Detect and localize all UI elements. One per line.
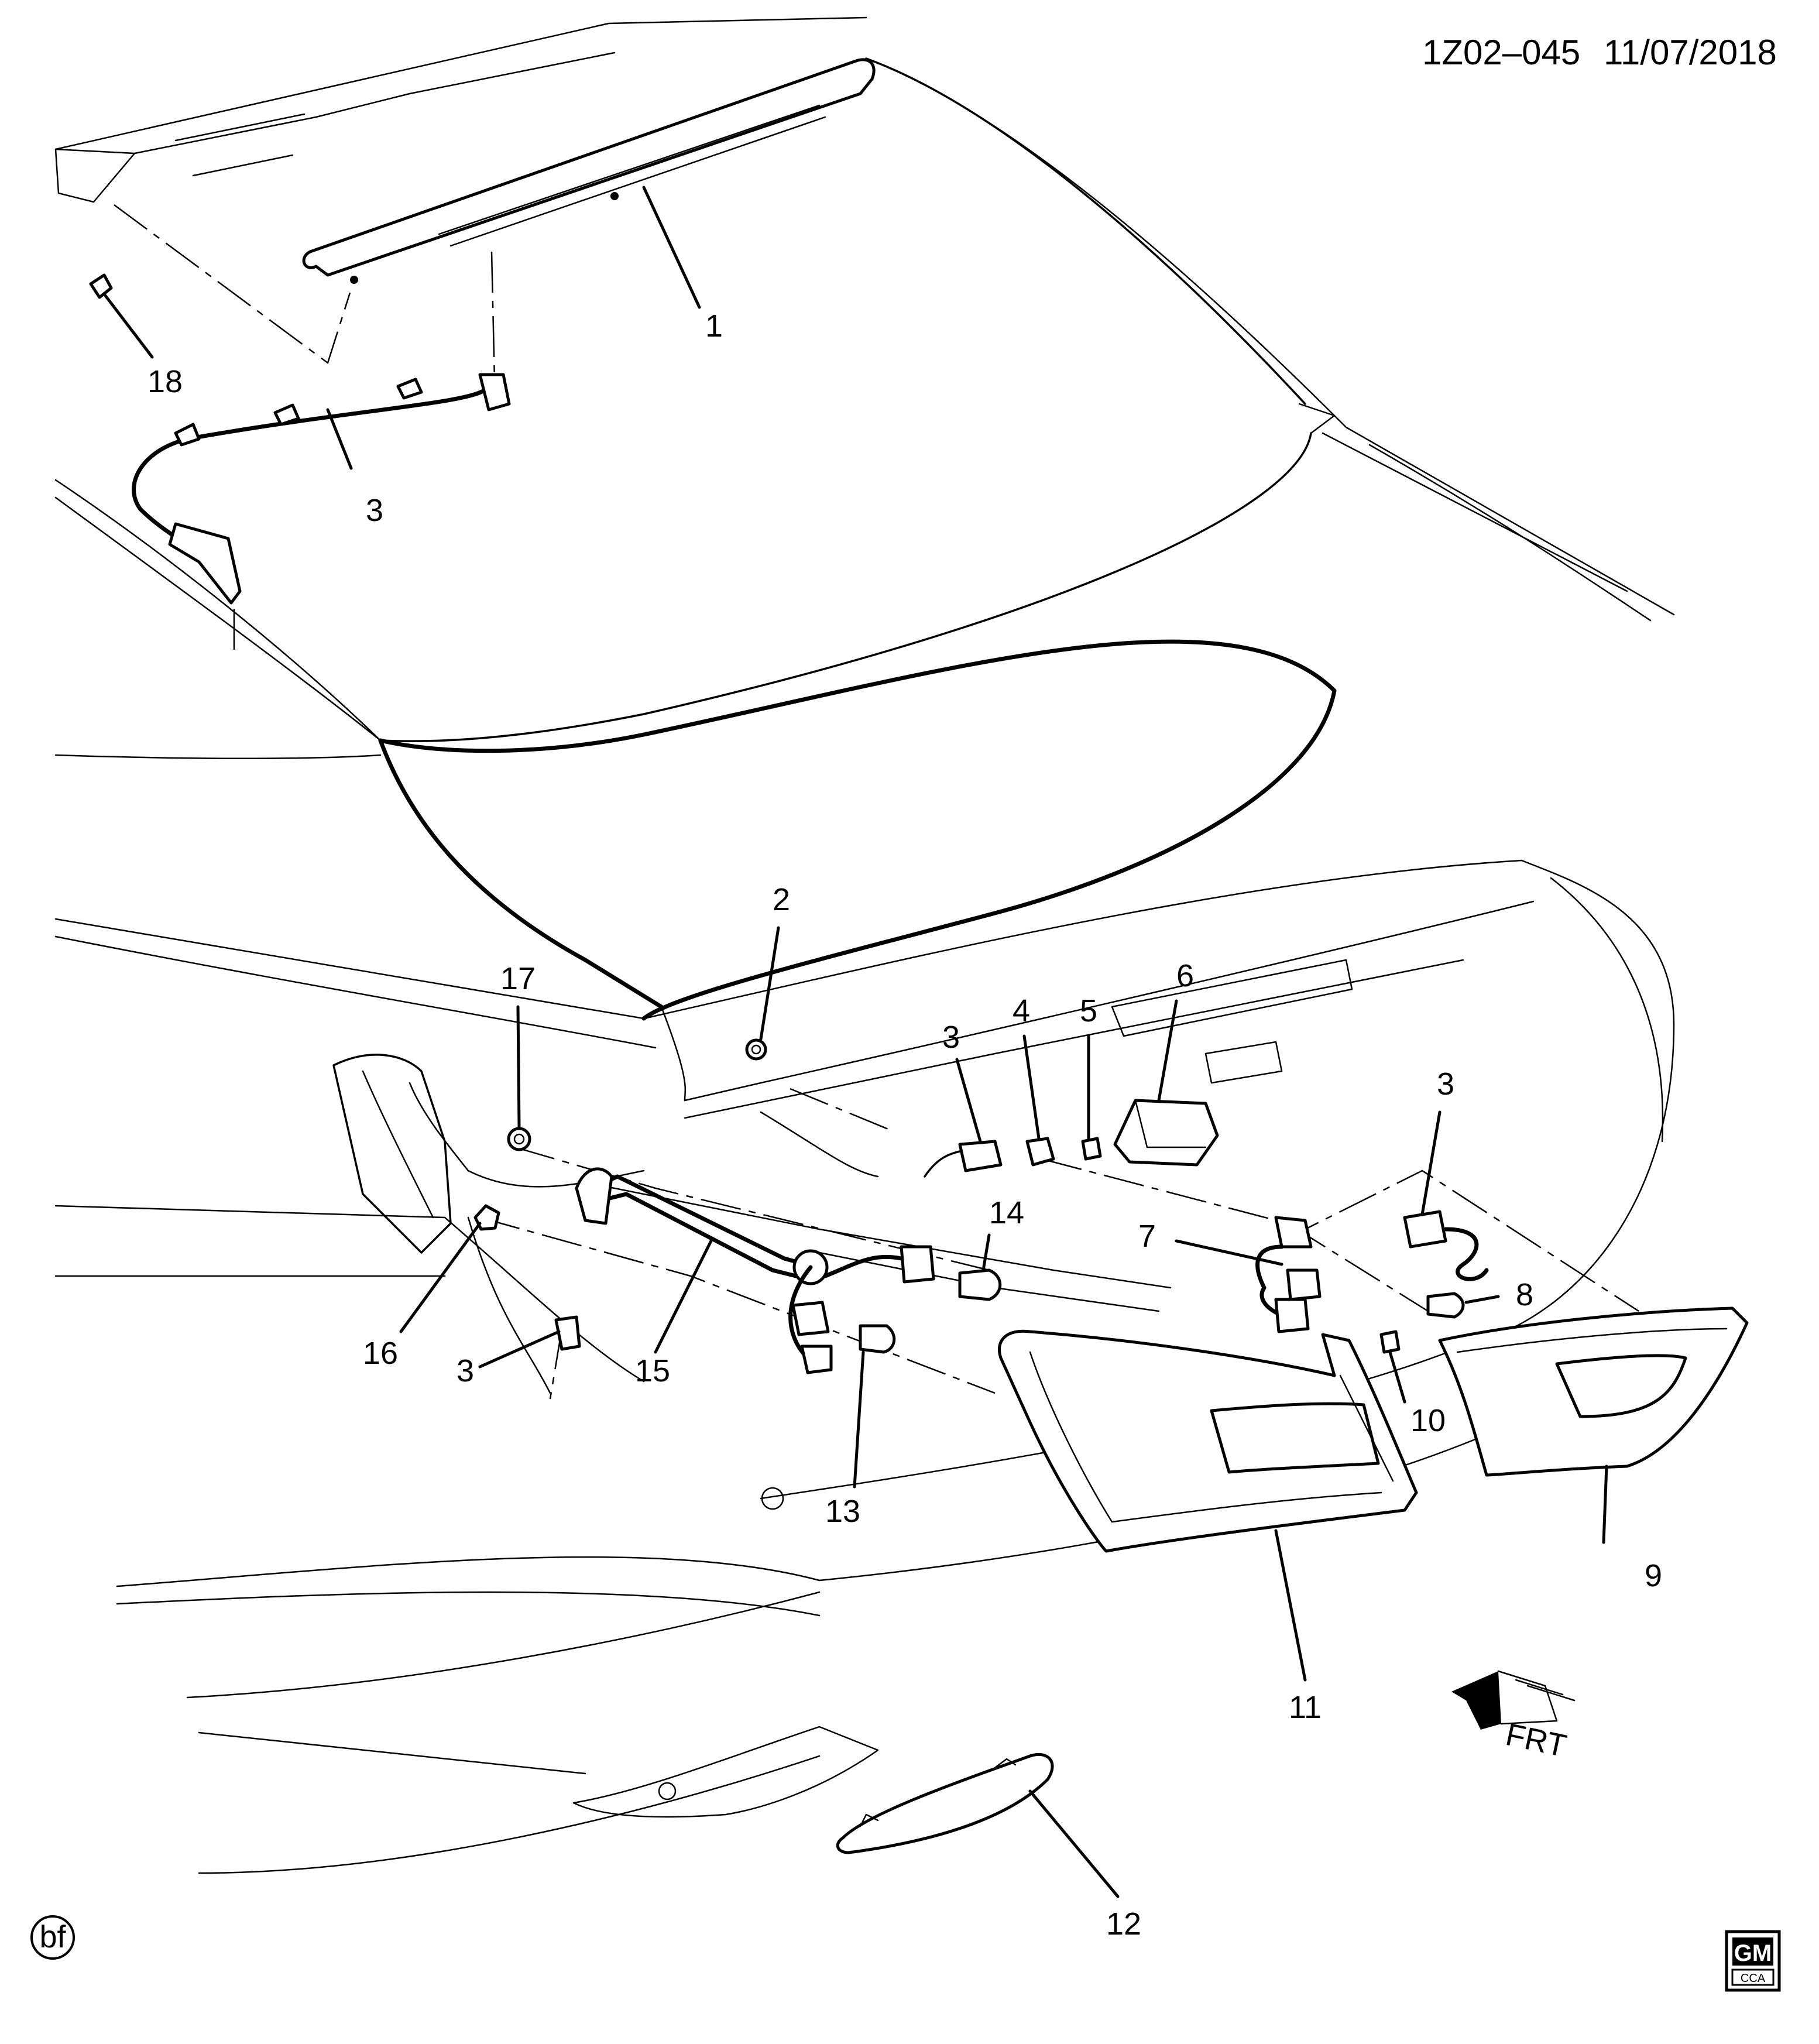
diagram-code: 1Z02–045: [1422, 33, 1580, 72]
callout-11: 11: [1289, 1690, 1322, 1725]
part-3-right-connector: [1403, 1210, 1489, 1281]
callout-10: 10: [1410, 1403, 1446, 1438]
callout-3-upper: 3: [366, 493, 383, 528]
part-5-bulb: [1081, 1137, 1102, 1161]
part-3-lower-left-connector: [554, 1315, 581, 1351]
callout-12: 12: [1106, 1906, 1141, 1942]
part-15-tail-lamp-harness: [575, 1167, 935, 1374]
callout-4: 4: [1013, 993, 1030, 1028]
callout-17: 17: [500, 961, 536, 996]
callout-13: 13: [825, 1494, 860, 1529]
part-18-retainer-clip: [89, 273, 113, 299]
callout-5: 5: [1080, 993, 1097, 1028]
part-6-license-lamp: [1113, 1099, 1219, 1167]
callout-15: 15: [635, 1353, 670, 1388]
part-4-socket: [1025, 1137, 1055, 1167]
callout-16: 16: [363, 1336, 398, 1371]
gm-logo: GM CCA: [1725, 1930, 1781, 1992]
callout-8: 8: [1516, 1277, 1533, 1312]
part-10-bulb: [1379, 1330, 1401, 1354]
callout-9: 9: [1645, 1558, 1662, 1593]
part-12-rear-reflector: [836, 1753, 1054, 1854]
part-11-outer-tail-lamp: [997, 1329, 1418, 1553]
callout-leader-lines: [104, 186, 1608, 1898]
gm-logo-text: GM: [1734, 1940, 1772, 1966]
front-direction-arrow: [1451, 1670, 1576, 1730]
part-13-bulb: [859, 1324, 896, 1354]
vehicle-body-outline: [54, 16, 1675, 1874]
front-direction-label: FRT: [1503, 1717, 1570, 1764]
part-1-high-mount-stop-lamp: [302, 58, 876, 284]
callout-3-right: 3: [1437, 1066, 1454, 1102]
part-9-inner-tail-lamp: [1438, 1306, 1749, 1477]
part-17-grommet: [507, 1127, 531, 1151]
part-2-nut: [745, 1038, 767, 1061]
part-8-bulb: [1426, 1292, 1465, 1319]
gm-logo-subtext: CCA: [1741, 1972, 1766, 1985]
diagram-date: 11/07/2018: [1604, 33, 1777, 72]
part-7-socket-harness: [1255, 1216, 1322, 1333]
illustrator-initials: bf: [39, 1919, 66, 1954]
callout-labels: 1 2 3 3 3 3 4 5 6 7 8 9 10 11 12 13 14 1…: [147, 308, 1662, 1942]
callout-6: 6: [1176, 958, 1194, 993]
part-3-upper-wiring-harness: [132, 373, 511, 605]
callout-14: 14: [989, 1195, 1024, 1230]
callout-3-lower: 3: [457, 1353, 474, 1388]
callout-7: 7: [1138, 1219, 1156, 1254]
part-3-license-lamp-connector: [924, 1140, 1003, 1178]
callout-1: 1: [705, 308, 723, 344]
callout-2: 2: [773, 882, 790, 917]
part-14-bulb: [958, 1268, 1002, 1301]
illustrator-mark: bf: [30, 1915, 75, 1960]
callout-18: 18: [147, 364, 183, 399]
callout-3-license: 3: [942, 1020, 960, 1055]
